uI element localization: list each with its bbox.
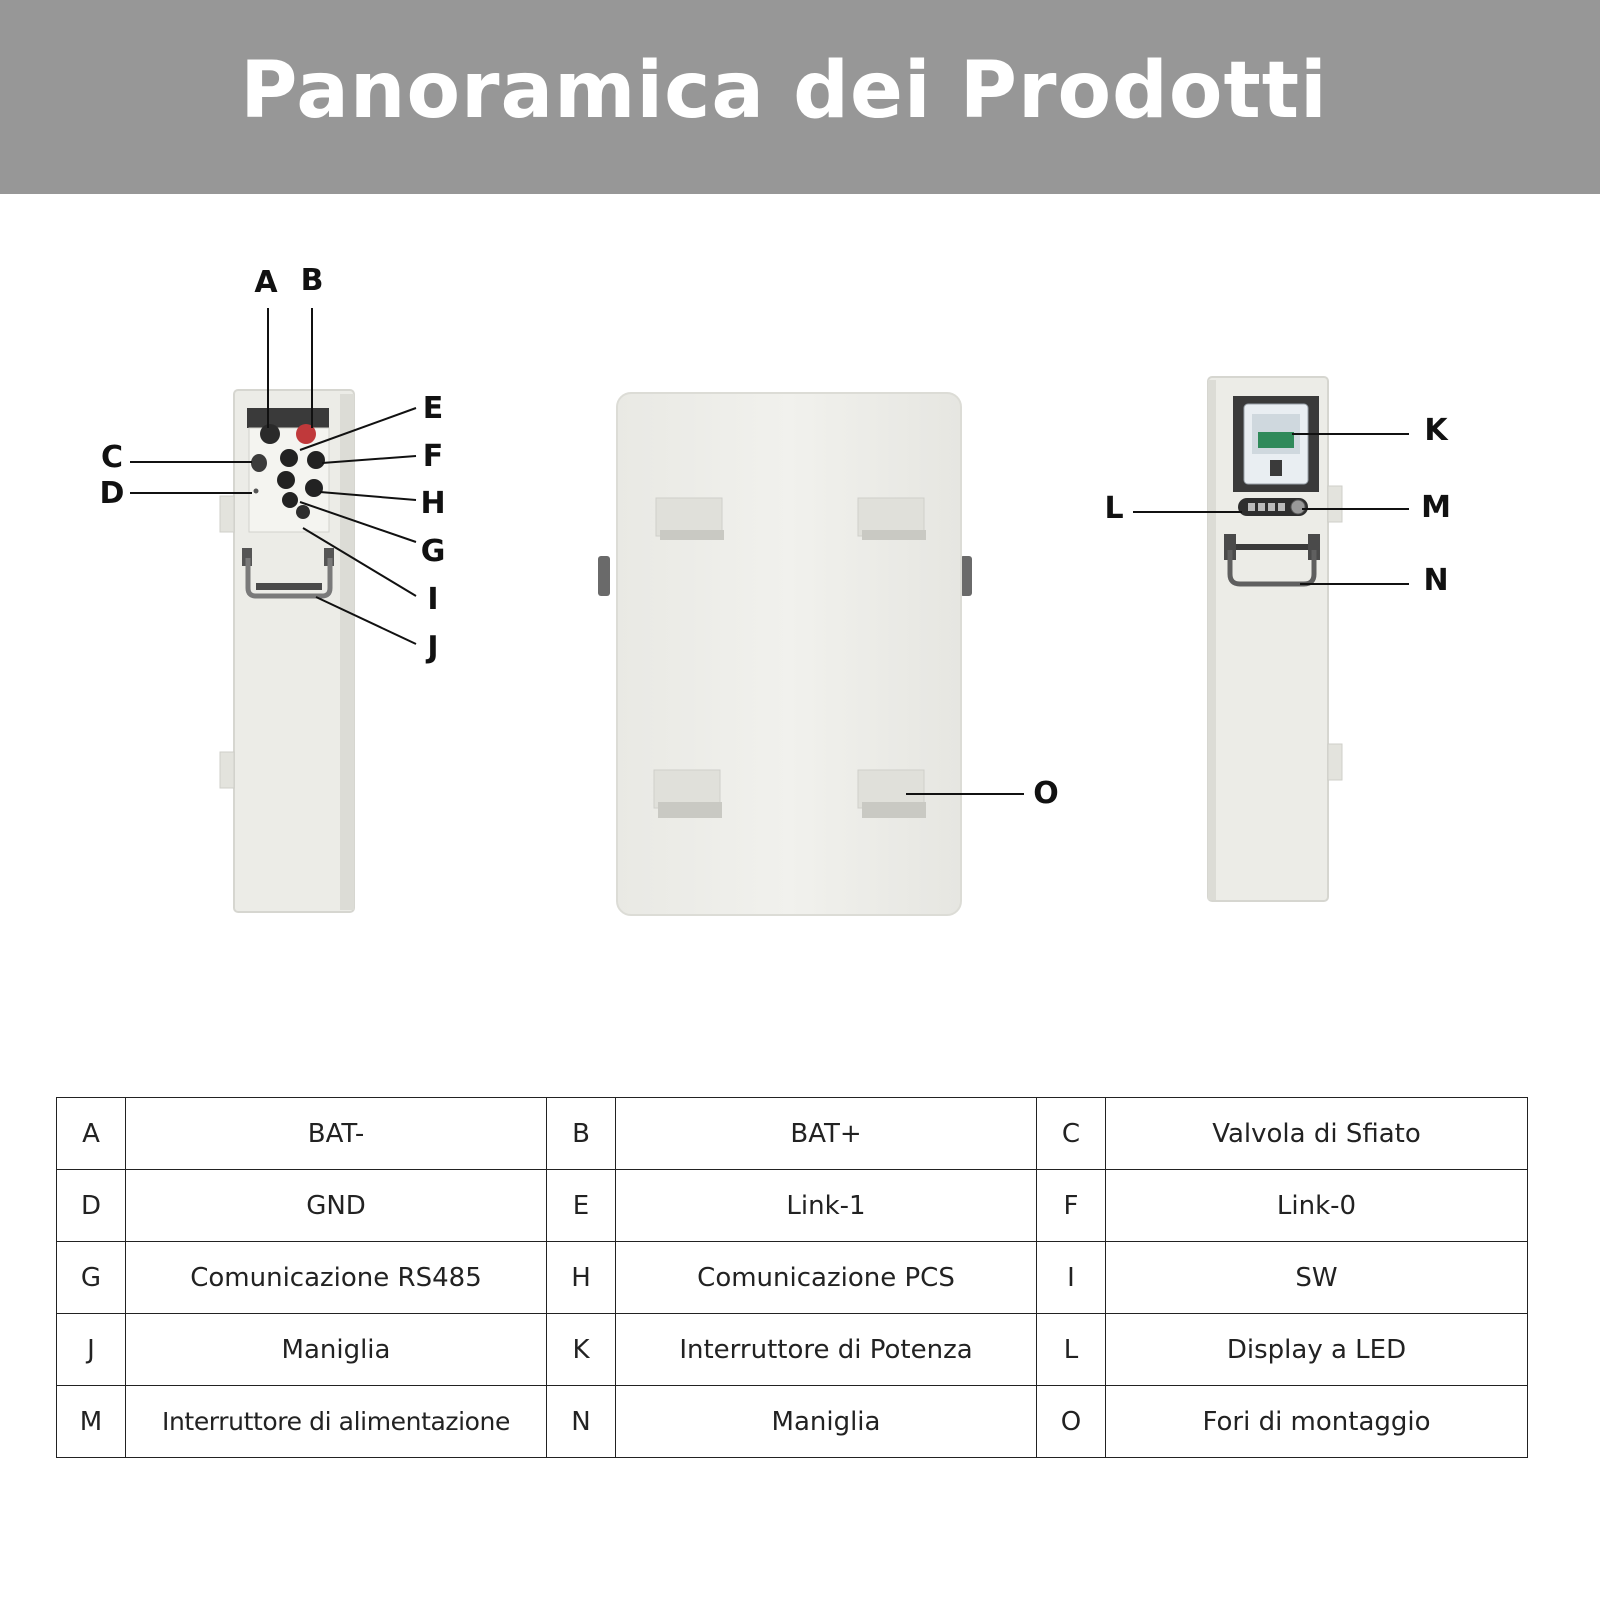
bat-positive-terminal — [296, 424, 316, 444]
table-row: D GND E Link-1 F Link-0 — [56, 1169, 1528, 1242]
table-row: A BAT- B BAT+ C Valvola di Sfiato — [56, 1097, 1528, 1170]
callout-a: A — [254, 265, 278, 300]
product-diagram: A B C D E F G H I J K L M N O — [100, 263, 1451, 916]
legend-key: B — [546, 1097, 616, 1170]
legend-label: Valvola di Sfiato — [1105, 1097, 1528, 1170]
legend-label: GND — [125, 1169, 547, 1242]
legend-label: Fori di montaggio — [1105, 1385, 1528, 1458]
callout-f: F — [423, 439, 444, 474]
page-title: Panoramica dei Prodotti — [240, 46, 1328, 136]
legend-key: M — [56, 1385, 126, 1458]
legend-table: A BAT- B BAT+ C Valvola di Sfiato D GND … — [56, 1097, 1528, 1458]
bat-negative-terminal — [260, 424, 280, 444]
mounting-hole — [857, 497, 926, 540]
legend-label: Display a LED — [1105, 1313, 1528, 1386]
legend-key: O — [1036, 1385, 1106, 1458]
callout-o: O — [1033, 776, 1059, 811]
legend-label: Comunicazione RS485 — [125, 1241, 547, 1314]
table-row: G Comunicazione RS485 H Comunicazione PC… — [56, 1241, 1528, 1314]
legend-key: I — [1036, 1241, 1106, 1314]
callout-e: E — [423, 391, 444, 426]
legend-key: E — [546, 1169, 616, 1242]
legend-label: BAT- — [125, 1097, 547, 1170]
legend-label: Link-0 — [1105, 1169, 1528, 1242]
vent-valve — [251, 454, 267, 472]
side-view-ports — [219, 389, 355, 913]
mounting-hole — [655, 497, 724, 540]
callout-h: H — [420, 486, 445, 521]
legend-key: A — [56, 1097, 126, 1170]
callout-g: G — [421, 534, 446, 569]
legend-label: Link-1 — [615, 1169, 1037, 1242]
mounting-hole — [857, 769, 926, 818]
mounting-hole — [653, 769, 722, 818]
callout-c: C — [101, 440, 123, 475]
legend-key: H — [546, 1241, 616, 1314]
back-view — [598, 392, 972, 916]
callout-labels: A B C D E F G H I J K L M N O — [100, 263, 1451, 811]
callout-i: I — [427, 582, 438, 617]
legend-label: Maniglia — [125, 1313, 547, 1386]
callout-j: J — [425, 630, 438, 665]
leader-lines — [130, 308, 1409, 795]
legend-label: Comunicazione PCS — [615, 1241, 1037, 1314]
callout-b: B — [301, 263, 324, 298]
legend-key: G — [56, 1241, 126, 1314]
legend-key: D — [56, 1169, 126, 1242]
callout-l: L — [1104, 491, 1123, 526]
table-row: M Interruttore di alimentazione N Manigl… — [56, 1385, 1528, 1458]
legend-label: BAT+ — [615, 1097, 1037, 1170]
side-view-controls — [1207, 376, 1343, 902]
table-row: J Maniglia K Interruttore di Potenza L D… — [56, 1313, 1528, 1386]
power-switch — [1290, 499, 1306, 515]
legend-key: N — [546, 1385, 616, 1458]
legend-key: C — [1036, 1097, 1106, 1170]
legend-key: J — [56, 1313, 126, 1386]
legend-key: F — [1036, 1169, 1106, 1242]
legend-key: K — [546, 1313, 616, 1386]
legend-label: Interruttore di Potenza — [615, 1313, 1037, 1386]
callout-m: M — [1421, 490, 1451, 525]
callout-d: D — [100, 476, 125, 511]
legend-label: Maniglia — [615, 1385, 1037, 1458]
callout-k: K — [1424, 413, 1449, 448]
callout-n: N — [1423, 563, 1448, 598]
legend-key: L — [1036, 1313, 1106, 1386]
legend-label: Interruttore di alimentazione — [125, 1385, 547, 1458]
legend-label: SW — [1105, 1241, 1528, 1314]
title-banner: Panoramica dei Prodotti — [0, 0, 1600, 194]
